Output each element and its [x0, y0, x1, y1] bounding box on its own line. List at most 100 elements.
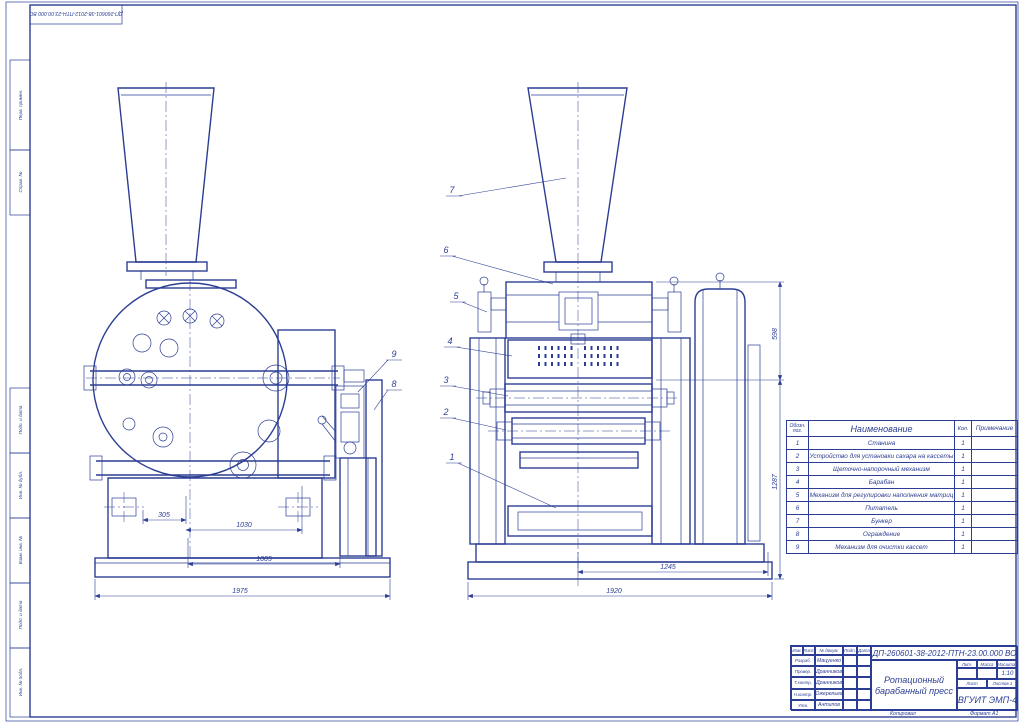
side-mechanism — [317, 369, 383, 557]
tb-org: ВГУИТ ЭМП-4 — [957, 688, 1018, 711]
spec-note — [971, 436, 1018, 450]
tb-title-line2: барабанный пресс — [874, 685, 954, 696]
spec-note — [971, 501, 1018, 515]
feeder — [505, 281, 653, 339]
left-view — [83, 82, 391, 578]
svg-text:2: 2 — [442, 407, 448, 417]
tb-name: Мацуенко — [815, 655, 843, 667]
tb-date — [857, 655, 871, 667]
spec-pos: 2 — [786, 449, 809, 463]
spec-pos: 5 — [786, 488, 809, 502]
tb-sig — [843, 699, 857, 711]
spec-qty: 1 — [954, 462, 972, 476]
svg-text:8: 8 — [391, 379, 396, 389]
drive-housing — [694, 272, 761, 545]
svg-text:4: 4 — [447, 336, 452, 346]
margin-label-podp-2: Подп. и дата — [18, 600, 23, 629]
spec-name: Станина — [808, 436, 955, 450]
tb-name: Дранников — [815, 677, 843, 689]
tb-sig — [843, 666, 857, 678]
spec-name: Бункер — [808, 514, 955, 528]
svg-text:598: 598 — [772, 328, 779, 340]
tb-lit-value — [957, 668, 977, 679]
spec-qty: 1 — [954, 475, 972, 489]
kopiroval-label: Копировал — [890, 711, 916, 717]
tb-lit-label: Лит. — [957, 660, 977, 668]
spec-pos: 4 — [786, 475, 809, 489]
margin-label-inv-dubl: Инв. № дубл. — [18, 471, 23, 499]
tb-role: Т.контр. — [791, 677, 815, 689]
tb-izm-label: Изм. — [791, 646, 803, 655]
tb-name: Ожерельев — [815, 688, 843, 700]
tb-name: Дранников — [815, 666, 843, 678]
spec-name: Ограждение — [808, 527, 955, 541]
tb-sheet-label: Лист — [957, 679, 987, 688]
svg-text:9: 9 — [391, 349, 396, 359]
spec-header-row: Обозн.поз. Наименование Кол. Примечание — [786, 420, 1018, 437]
spec-pos: 9 — [786, 540, 809, 554]
callout-5: 5 — [450, 291, 488, 313]
spec-pos: 6 — [786, 501, 809, 515]
adjusting-cylinders — [477, 276, 682, 333]
spec-name: Щеточно-напорочный механизм — [808, 462, 955, 476]
svg-text:6: 6 — [443, 245, 448, 255]
tb-role: Н.контр. — [791, 688, 815, 700]
spec-pos: 3 — [786, 462, 809, 476]
svg-text:7: 7 — [449, 185, 455, 195]
base-front — [467, 543, 773, 580]
spec-qty: 1 — [954, 540, 972, 554]
tb-scale-value: 1:10 — [997, 668, 1018, 679]
spec-name: Питатель — [808, 501, 955, 515]
spec-pos: 8 — [786, 527, 809, 541]
corner-stamp: ДП-260601-38-2012-ПТН-23.00.000 ВО — [29, 4, 124, 25]
tb-date — [857, 677, 871, 689]
callout-9: 9 — [357, 349, 402, 393]
svg-text:5: 5 — [453, 291, 459, 301]
tb-name: Антипов — [815, 699, 843, 711]
tb-data-label: Дата — [857, 646, 871, 655]
callout-2: 2 — [440, 407, 507, 431]
spec-pos: 7 — [786, 514, 809, 528]
dim-1975: 1975 — [94, 579, 391, 600]
callouts: 9 8 7 6 5 4 3 2 — [357, 177, 567, 509]
spec-header-qty: Кол. — [954, 420, 972, 437]
dim-1030: 1030 — [185, 486, 303, 534]
tb-date — [857, 666, 871, 678]
spec-header-pos: Обозн.поз. — [786, 420, 809, 437]
base-side — [94, 557, 391, 578]
dim-305: 305 — [142, 496, 187, 524]
tb-scale-label: Масштаб — [997, 660, 1018, 668]
hopper-front — [527, 87, 628, 282]
dim-1920: 1920 — [467, 582, 773, 600]
tb-doc-number: ДП-260601-38-2012-ПТН-23.00.000 ВО — [871, 646, 1018, 660]
tb-list-label: Лист — [803, 646, 815, 655]
spec-name: Устройство для установки сахара на кассе… — [808, 449, 955, 463]
spec-pos: 1 — [786, 436, 809, 450]
callout-1: 1 — [446, 452, 557, 509]
tb-podp-label: Подп. — [843, 646, 857, 655]
spec-qty: 1 — [954, 488, 972, 502]
hopper-side — [117, 87, 237, 289]
dim-1005: 1005 — [187, 524, 341, 568]
spec-qty: 1 — [954, 527, 972, 541]
corner-stamp-text: ДП-260601-38-2012-ПТН-23.00.000 ВО — [29, 10, 123, 16]
spec-note — [971, 449, 1018, 463]
sheet-frame — [5, 1, 1019, 722]
spec-note — [971, 540, 1018, 554]
tb-role: Провер. — [791, 666, 815, 678]
tb-sig — [843, 688, 857, 700]
tb-title-line1: Ротационный — [884, 674, 944, 685]
spec-header-note: Примечание — [971, 420, 1018, 437]
spec-qty: 1 — [954, 514, 972, 528]
tb-date — [857, 699, 871, 711]
spec-qty: 1 — [954, 449, 972, 463]
footer-strip: Копировал Формат А1 — [790, 711, 1017, 720]
tb-doc-label: № докум. — [815, 646, 843, 655]
